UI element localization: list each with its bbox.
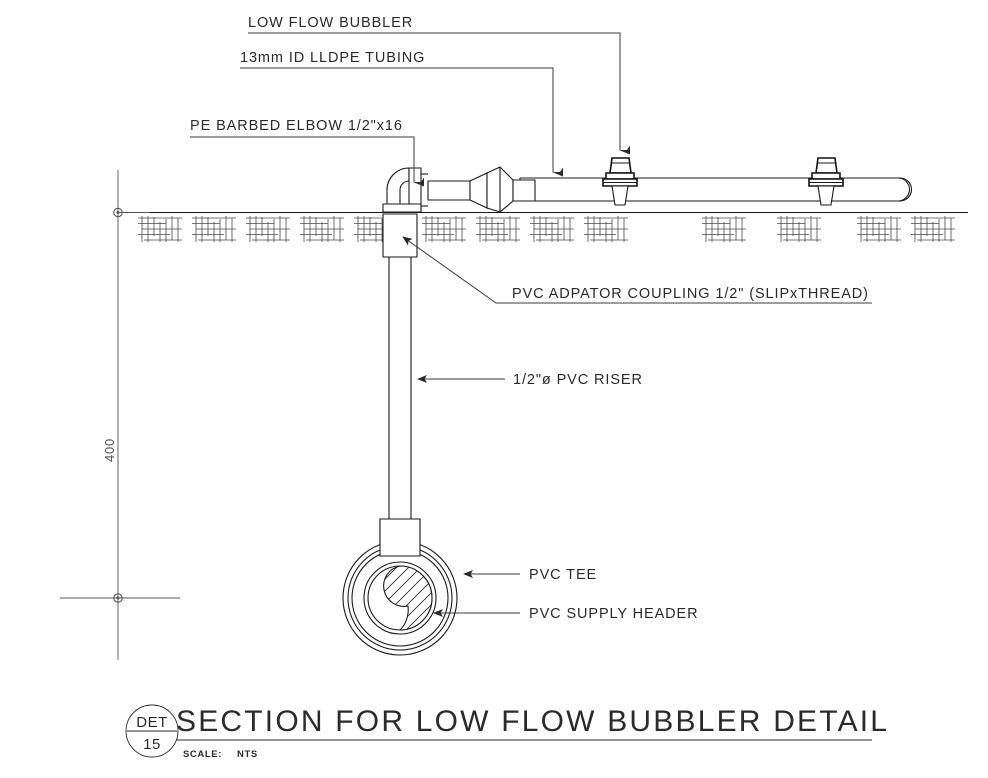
callout-pvc-adaptor-coupling: PVC ADPATOR COUPLING 1/2" (SLIPxTHREAD) bbox=[512, 286, 869, 302]
low-flow-bubbler-head-2 bbox=[808, 157, 844, 206]
callout-pe-barbed-elbow: PE BARBED ELBOW 1/2"x16 bbox=[190, 118, 403, 134]
leader-low-flow-bubbler bbox=[248, 32, 630, 155]
detail-tag-text: DET bbox=[136, 714, 168, 731]
ground-hatch-pattern bbox=[137, 215, 956, 243]
title-block: DET 15 SECTION FOR LOW FLOW BUBBLER DETA… bbox=[125, 704, 889, 760]
riser-tee-socket-overlay bbox=[379, 518, 421, 557]
leader-pe-barbed-elbow bbox=[190, 136, 424, 187]
dimension-400-text: 400 bbox=[102, 438, 117, 462]
leader-lldpe-tubing bbox=[240, 67, 563, 177]
drawing-title: SECTION FOR LOW FLOW BUBBLER DETAIL bbox=[176, 705, 889, 738]
callout-pvc-supply-header: PVC SUPPLY HEADER bbox=[529, 606, 698, 622]
pe-barbed-fitting-body bbox=[427, 166, 536, 213]
scale-label: SCALE: bbox=[183, 749, 222, 760]
pvc-adaptor-coupling-body bbox=[382, 213, 418, 258]
callout-pvc-tee: PVC TEE bbox=[529, 567, 597, 583]
callout-pvc-riser: 1/2"ø PVC RISER bbox=[513, 372, 643, 388]
pe-barbed-elbow-body bbox=[382, 167, 428, 213]
dimension-400: 400 bbox=[60, 170, 180, 660]
scale-value: NTS bbox=[237, 749, 258, 760]
leader-pvc-adaptor-coupling bbox=[402, 236, 872, 304]
callout-low-flow-bubbler: LOW FLOW BUBBLER bbox=[248, 15, 413, 31]
low-flow-bubbler-head-1 bbox=[602, 157, 638, 206]
lldpe-tubing-body bbox=[519, 177, 912, 202]
detail-number-text: 15 bbox=[143, 736, 161, 753]
pvc-riser-body bbox=[388, 257, 412, 519]
callout-lldpe-tubing: 13mm ID LLDPE TUBING bbox=[240, 50, 425, 66]
